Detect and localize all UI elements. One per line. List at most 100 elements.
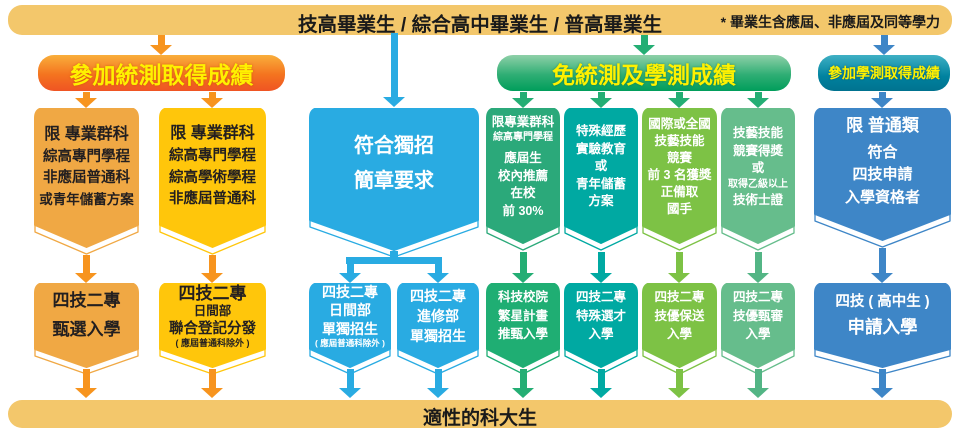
qualification-box-special-talent: 特殊經歷 實驗教育 或 青年儲蓄 方案 — [564, 108, 638, 252]
box-text: 技藝技能 競賽得獎 或 取得乙級以上 技術士證 — [722, 108, 794, 226]
box-text: 限 專業群科 綜高專門學程 非應屆普通科 或青年儲蓄方案 — [35, 108, 138, 225]
qualification-box-unified-2: 限 專業群科 綜高專門學程 綜高學術學程 非應屆普通科 — [159, 108, 266, 256]
box-line: 綜高專門學程 — [493, 132, 553, 144]
box-line: 或 — [594, 159, 608, 174]
box-line: 四技二專 — [654, 289, 705, 304]
box-text: 四技二專 日間部 單獨招生 ( 應屆普通科除外 ) — [310, 283, 390, 349]
flow-arrow — [512, 92, 534, 108]
flow-arrow — [75, 369, 97, 398]
box-line: 入學 — [745, 327, 771, 342]
flow-arrow — [747, 369, 769, 398]
box-line: 限 專業群科 — [44, 125, 129, 143]
box-line: 日間部 — [329, 302, 371, 319]
flow-arrow — [668, 369, 690, 398]
box-line: 符合獨招 — [354, 135, 434, 157]
qualification-box-gsat: 限 普通類 符合 四技申請 入學資格者 — [814, 108, 951, 249]
flow-arrow — [75, 255, 97, 283]
box-line: 綜高專門學程 — [169, 147, 256, 164]
box-line: 綜高學術學程 — [169, 169, 256, 186]
flow-arrow — [150, 35, 172, 55]
flow-arrow — [668, 92, 690, 108]
box-text: 限 專業群科 綜高專門學程 綜高學術學程 非應屆普通科 — [160, 108, 265, 225]
header-unified-exam-label: 參加統測取得成績 — [69, 62, 254, 88]
box-line: 入學 — [666, 327, 692, 342]
flow-arrow — [339, 257, 361, 283]
box-text: 四技二專 特殊選才 入學 — [565, 283, 637, 349]
box-text: 四技二專 技優保送 入學 — [643, 283, 716, 349]
box-text: 四技二專 技優甄審 入學 — [722, 283, 794, 349]
admission-box-selection: 四技二專 甄選入學 — [34, 283, 139, 376]
box-line: 入學 — [588, 327, 614, 342]
box-line: 四技二專 — [322, 284, 378, 301]
box-line: 繁星計畫 — [497, 308, 548, 323]
box-line: 技優甄審 — [732, 308, 783, 323]
box-line: 四技申請 — [852, 166, 913, 183]
box-line: 聯合登記分發 — [169, 320, 256, 337]
box-line: 四技二專 — [410, 287, 466, 304]
box-line: 單獨招生 — [410, 328, 466, 345]
header-gsat-label: 參加學測取得成績 — [828, 65, 940, 81]
box-line: 特殊經歷 — [575, 124, 626, 139]
box-line: 特殊選才 — [575, 308, 626, 323]
box-line: 國際或全國 — [648, 117, 711, 132]
flow-arrow — [75, 92, 97, 108]
admission-box-joint-registration: 四技二專 日間部 聯合登記分發 ( 應屆普通科除外 ) — [159, 283, 266, 376]
box-line: 簡章要求 — [354, 170, 434, 192]
flow-arrow — [201, 369, 223, 398]
box-line: 前 30% — [502, 203, 544, 218]
top-banner-title: 技高畢業生 / 綜合高中畢業生 / 普高畢業生 — [297, 14, 662, 36]
flow-arrow — [668, 252, 690, 283]
box-line: 四技二專 — [52, 291, 121, 311]
box-line: ( 應屆普通科除外 ) — [175, 337, 250, 348]
box-line: 四技二專 — [575, 289, 626, 304]
qualification-box-skill-contest: 國際或全國 技藝技能 競賽 前 3 名獲獎 正備取 國手 — [642, 108, 717, 252]
box-line: 進修部 — [417, 307, 459, 324]
box-text: 符合獨招 簡章要求 — [310, 108, 478, 220]
box-line: 競賽 — [666, 151, 692, 166]
box-line: 科技校院 — [497, 289, 548, 304]
admission-box-skill-screening: 四技二專 技優甄審 入學 — [721, 283, 795, 376]
box-text: 四技二專 日間部 聯合登記分發 ( 應屆普通科除外 ) — [160, 283, 265, 349]
box-text: 科技校院 繁星計畫 推甄入學 — [487, 283, 559, 349]
box-line: 限 專業群科 — [170, 124, 255, 142]
flow-arrow — [747, 92, 769, 108]
box-line: 競賽得獎 — [732, 143, 783, 158]
box-text: 限 普通類 符合 四技申請 入學資格者 — [815, 108, 950, 214]
box-line: 限專業群科 — [491, 114, 555, 129]
box-line: 單獨招生 — [322, 320, 378, 337]
flow-arrow — [633, 35, 655, 55]
box-text: 四技二專 進修部 單獨招生 — [398, 283, 478, 349]
box-line: 或 — [751, 161, 765, 175]
box-line: 符合 — [867, 143, 898, 161]
admission-box-day-independent: 四技二專 日間部 單獨招生 ( 應屆普通科除外 ) — [309, 283, 391, 376]
flow-arrow — [512, 369, 534, 398]
box-text: 四技二專 甄選入學 — [35, 283, 138, 349]
box-line: 技藝技能 — [654, 134, 705, 149]
admission-box-skill-guaranteed: 四技二專 技優保送 入學 — [642, 283, 717, 376]
box-line: 四技二專 — [732, 289, 783, 304]
box-line: 技術士證 — [732, 192, 783, 207]
box-text: 四技 ( 高中生 ) 申請入學 — [815, 283, 950, 349]
admission-box-special-talent: 四技二專 特殊選才 入學 — [564, 283, 638, 376]
flow-arrow — [871, 248, 893, 283]
box-line: 推甄入學 — [497, 327, 548, 342]
bottom-banner-title: 適性的科大生 — [422, 408, 537, 429]
bottom-banner: 適性的科大生 — [8, 400, 952, 429]
box-line: 日間部 — [193, 304, 232, 319]
box-line: 正備取 — [660, 184, 699, 199]
flow-arrow — [201, 92, 223, 108]
header-exam-exempt-label: 免統測及學測成績 — [552, 62, 736, 88]
box-text: 限專業群科 綜高專門學程 應屆生 校內推薦 在校 前 30% — [487, 108, 559, 226]
admission-box-star-plan: 科技校院 繁星計畫 推甄入學 — [486, 283, 560, 376]
qualification-box-star: 限專業群科 綜高專門學程 應屆生 校內推薦 在校 前 30% — [486, 108, 560, 252]
flow-arrow — [873, 35, 895, 55]
box-line: 前 3 名獲獎 — [647, 168, 712, 182]
branch-bar — [346, 257, 442, 264]
flow-arrow — [383, 33, 405, 107]
box-line: 非應屆普通科 — [43, 170, 130, 187]
box-line: 實驗教育 — [575, 141, 626, 156]
box-line: 四技二專 — [178, 283, 247, 303]
box-line: 國手 — [666, 201, 692, 216]
header-gsat: 參加學測取得成績 — [818, 55, 950, 91]
